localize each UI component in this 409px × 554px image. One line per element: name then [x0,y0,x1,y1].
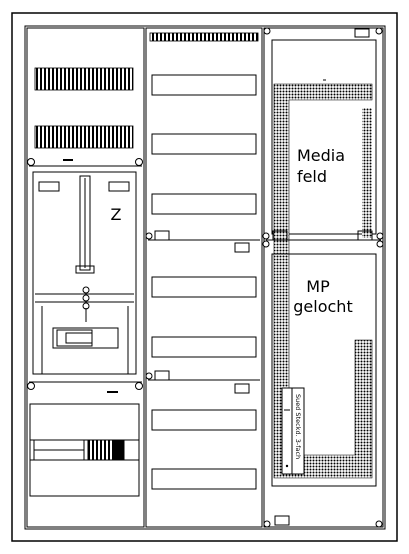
media-field-label-line1: Media [297,146,345,165]
left-column: Z [26,27,145,528]
busbar-strip-top [34,67,134,91]
meter-section: Z [32,171,137,375]
meter-label: Z [111,205,122,224]
media-field-label-line2: feld [297,167,327,186]
right-column: Media feld MP gelocht Sued Steckd. 3-fac… [262,27,384,528]
mp-label-line1: MP [306,277,330,296]
middle-top-rail [149,32,259,42]
busbar-strip-bottom [34,125,134,149]
middle-column [145,27,263,528]
mp-label-line2: gelocht [293,297,352,316]
bottom-breaker-section [29,403,140,497]
socket-label: Sued Steckd. 3-fach [294,394,302,459]
socket-strip: Sued Steckd. 3-fach [281,387,305,475]
inner-frame [24,25,386,530]
